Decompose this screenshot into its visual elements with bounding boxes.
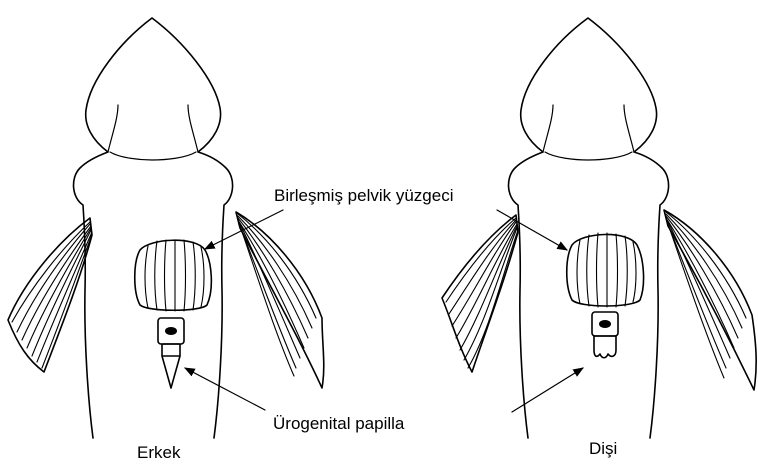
- female-papilla: [594, 336, 616, 358]
- female-jaw-right: [624, 105, 634, 152]
- male-left-pectoral-fin: [8, 218, 92, 372]
- arrow-papilla-male: [185, 368, 265, 410]
- female-fish: [442, 18, 756, 438]
- male-papilla: [162, 356, 180, 388]
- female-label: Dişi: [589, 440, 617, 457]
- female-vent: [599, 320, 611, 328]
- pelvic-fin-label: Birleşmiş pelvik yüzgeci: [274, 187, 454, 204]
- arrow-pelvic-male: [205, 210, 283, 249]
- male-jaw-left: [108, 105, 118, 152]
- male-pelvic-rays: [145, 240, 204, 311]
- female-jaw-left: [543, 105, 553, 152]
- male-fish: [8, 18, 324, 438]
- male-label: Erkek: [137, 444, 180, 461]
- female-pelvic-rays: [577, 233, 636, 307]
- female-operculum-line: [545, 152, 632, 160]
- male-vent: [165, 327, 177, 335]
- female-left-pectoral-rays: [446, 218, 518, 368]
- male-operculum-line: [110, 152, 196, 160]
- male-body-outline: [74, 18, 233, 438]
- male-papilla-base: [162, 344, 180, 356]
- male-jaw-right: [188, 105, 198, 152]
- urogenital-papilla-label: Ürogenital papilla: [273, 415, 404, 432]
- male-left-pectoral-rays: [12, 222, 92, 368]
- female-body-outline: [509, 18, 669, 438]
